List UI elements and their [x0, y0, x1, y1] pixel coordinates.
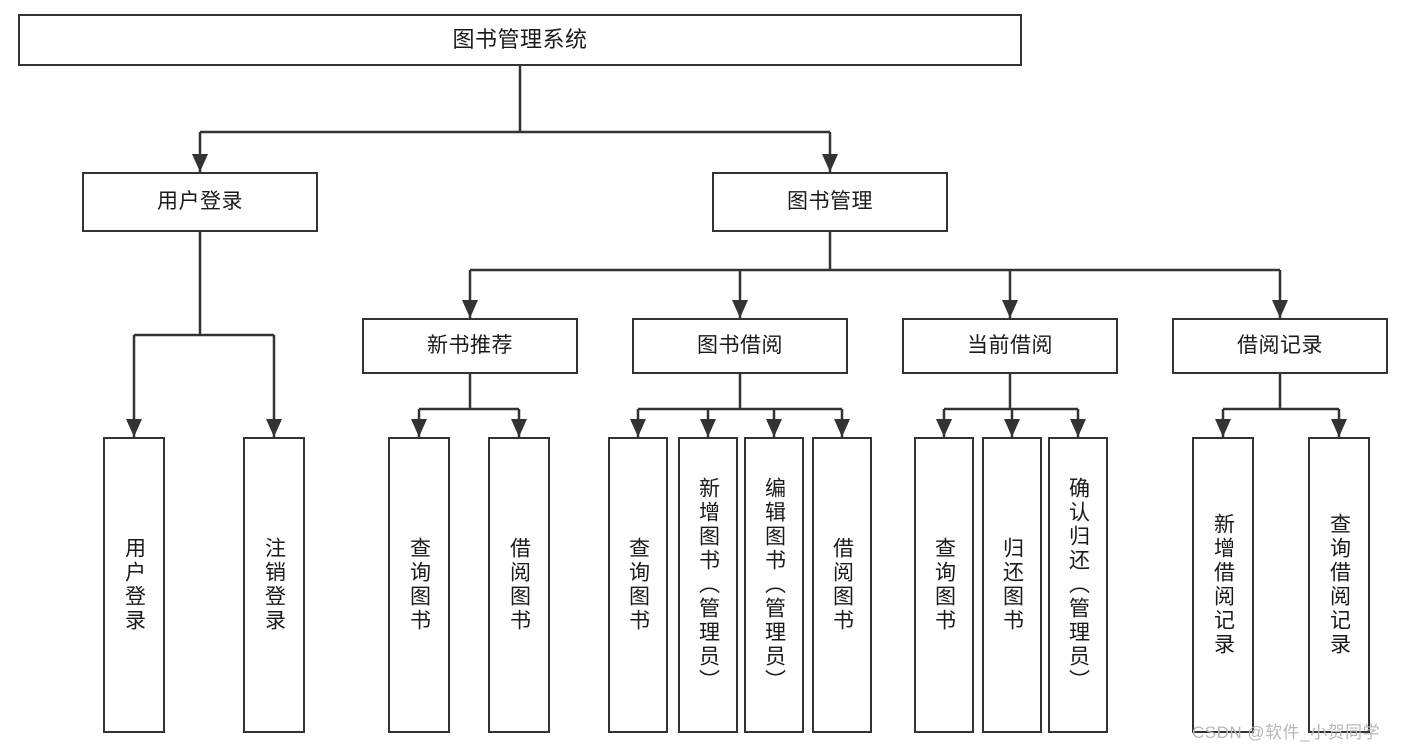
node-borrow[interactable]: 图书借阅	[632, 318, 848, 374]
arrow-head-borrow	[732, 300, 748, 318]
arrow-head-bookmgmt	[822, 154, 838, 172]
node-leaf5[interactable]: 查询图书	[608, 437, 668, 733]
node-leaf2[interactable]: 注销登录	[243, 437, 305, 733]
node-label: 借阅记录	[1237, 334, 1323, 358]
node-label: 图书管理系统	[452, 26, 588, 52]
node-label: 注销登录	[262, 537, 286, 633]
arrow-head-leaf7	[766, 419, 782, 437]
node-leaf9[interactable]: 查询图书	[914, 437, 974, 733]
node-current[interactable]: 当前借阅	[902, 318, 1118, 374]
node-leaf10[interactable]: 归还图书	[982, 437, 1042, 733]
arrow-head-leaf1	[126, 419, 142, 437]
node-label: 用户登录	[122, 537, 146, 633]
node-leaf4[interactable]: 借阅图书	[488, 437, 550, 733]
node-label: 编辑图书（管理员）	[762, 477, 786, 693]
node-leaf11[interactable]: 确认归还（管理员）	[1048, 437, 1108, 733]
node-label: 用户登录	[157, 190, 243, 214]
node-label: 图书管理	[787, 190, 873, 214]
node-leaf7[interactable]: 编辑图书（管理员）	[744, 437, 804, 733]
node-login[interactable]: 用户登录	[82, 172, 318, 232]
arrow-head-leaf4	[511, 419, 527, 437]
node-label: 归还图书	[1000, 537, 1024, 633]
node-label: 确认归还（管理员）	[1066, 477, 1090, 693]
node-label: 查询图书	[407, 537, 431, 633]
watermark-label: CSDN @软件_小贺同学	[1192, 723, 1381, 742]
arrow-head-current	[1002, 300, 1018, 318]
node-label: 新书推荐	[427, 334, 513, 358]
node-leaf12[interactable]: 新增借阅记录	[1192, 437, 1254, 733]
arrow-head-login	[192, 154, 208, 172]
node-newbook[interactable]: 新书推荐	[362, 318, 578, 374]
arrow-head-leaf6	[700, 419, 716, 437]
node-label: 借阅图书	[830, 537, 854, 633]
arrow-head-leaf3	[411, 419, 427, 437]
node-label: 查询图书	[626, 537, 650, 633]
node-root[interactable]: 图书管理系统	[18, 14, 1022, 66]
node-label: 查询图书	[932, 537, 956, 633]
arrow-head-newbook	[462, 300, 478, 318]
arrow-head-leaf8	[834, 419, 850, 437]
node-leaf1[interactable]: 用户登录	[103, 437, 165, 733]
node-label: 查询借阅记录	[1327, 513, 1351, 657]
node-leaf8[interactable]: 借阅图书	[812, 437, 872, 733]
arrow-head-leaf13	[1331, 419, 1347, 437]
arrow-head-leaf10	[1004, 419, 1020, 437]
node-label: 新增图书（管理员）	[696, 477, 720, 693]
arrow-head-leaf2	[266, 419, 282, 437]
arrow-head-record	[1272, 300, 1288, 318]
node-label: 图书借阅	[697, 334, 783, 358]
node-label: 新增借阅记录	[1211, 513, 1235, 657]
arrow-head-leaf9	[936, 419, 952, 437]
node-leaf6[interactable]: 新增图书（管理员）	[678, 437, 738, 733]
node-leaf3[interactable]: 查询图书	[388, 437, 450, 733]
arrow-head-leaf11	[1070, 419, 1086, 437]
node-label: 借阅图书	[507, 537, 531, 633]
node-label: 当前借阅	[967, 334, 1053, 358]
node-record[interactable]: 借阅记录	[1172, 318, 1388, 374]
node-bookmgmt[interactable]: 图书管理	[712, 172, 948, 232]
node-leaf13[interactable]: 查询借阅记录	[1308, 437, 1370, 733]
arrow-head-leaf5	[630, 419, 646, 437]
arrow-head-leaf12	[1215, 419, 1231, 437]
